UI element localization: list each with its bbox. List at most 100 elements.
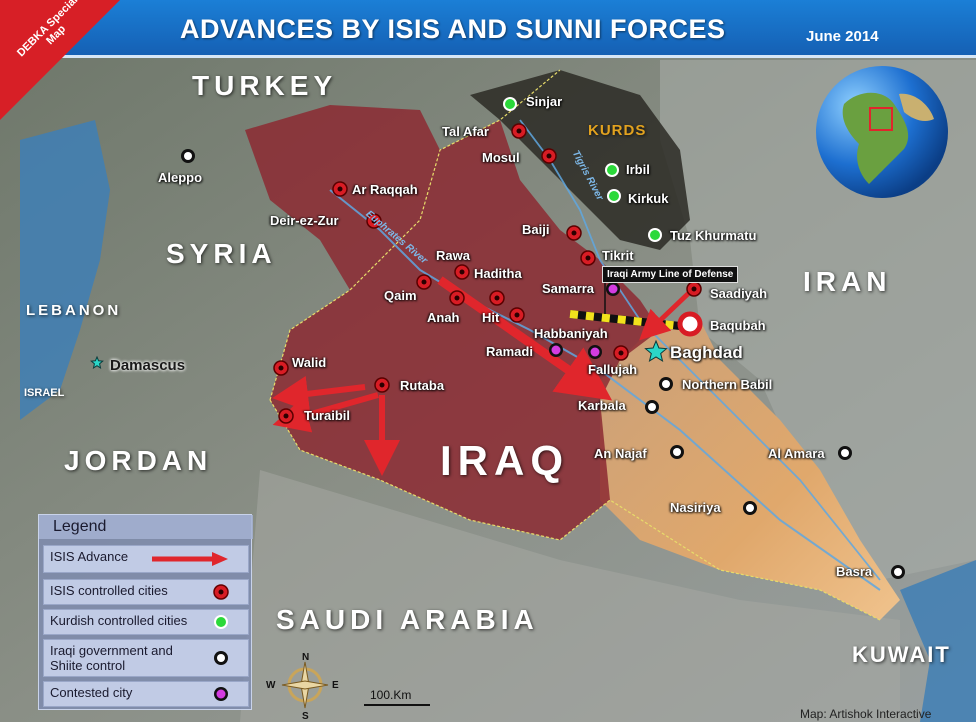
marker-tal-afar [511,123,527,139]
legend-label-isis-advance: ISIS Advance [50,549,129,564]
arrow-to-turaibil [272,392,379,433]
marker-tuz-khurmatu [648,228,662,242]
government-zone [600,320,900,620]
city-an-najaf: An Najaf [594,446,647,461]
isis-zone-syria [245,105,440,290]
marker-northern-babil [659,377,673,391]
city-nasiriya: Nasiriya [670,500,721,515]
city-anah: Anah [427,310,460,325]
city-samarra: Samarra [542,281,595,296]
scale-label: 100.Km [370,688,412,702]
marker-anah [449,290,465,306]
city-kirkuk: Kirkuk [628,191,669,206]
city-saadiyah: Saadiyah [710,286,768,301]
city-walid: Walid [292,355,327,370]
city-deir-ez-zur: Deir-ez-Zur [270,213,339,228]
damascus-star-icon [90,355,104,369]
marker-nasiriya [743,501,757,515]
scale-bar [364,704,430,706]
city-irbil: Irbil [626,162,650,177]
legend-row-gov-control: Iraqi government and Shiite control [43,639,249,677]
isis-dot-icon [213,584,229,600]
city-qaim: Qaim [384,288,417,303]
marker-an-najaf [670,445,684,459]
marker-ramadi [549,343,563,357]
city-basra: Basra [836,564,873,579]
country-iraq: IRAQ [440,437,569,484]
city-habbaniyah: Habbaniyah [534,326,608,341]
city-turaibil: Turaibil [304,408,350,423]
city-tuz-khurmatu: Tuz Khurmatu [670,228,757,243]
saudi-region [240,470,900,722]
legend-row-contested: Contested city [43,681,249,707]
city-ramadi: Ramadi [486,344,533,359]
marker-qaim [416,274,432,290]
country-syria: SYRIA [166,238,277,269]
marker-karbala [645,400,659,414]
legend-row-isis-cities: ISIS controlled cities [43,579,249,605]
city-tikrit: Tikrit [602,248,634,263]
marker-habbaniyah [588,345,602,359]
country-saudi-arabia: SAUDI ARABIA [276,604,539,635]
city-hit: Hit [482,310,500,325]
city-haditha: Haditha [474,266,522,281]
kurdish-dot-icon [214,615,228,629]
marker-fallujah [613,345,629,361]
globe-icon [816,66,948,198]
marker-hit [509,307,525,323]
compass-s: S [302,711,309,720]
city-baiji: Baiji [522,222,550,237]
euphrates-line [329,189,881,591]
city-rutaba: Rutaba [400,378,445,393]
country-lebanon: LEBANON [26,302,122,319]
debka-badge [0,0,120,120]
city-rawa: Rawa [436,248,470,263]
arrow-icon [152,552,228,566]
header-bar: ADVANCES BY ISIS AND SUNNI FORCES June 2… [0,0,976,58]
compass-rose-icon: N S E W [266,652,339,720]
marker-irbil [605,163,619,177]
country-turkey: TURKEY [192,70,338,101]
marker-tikrit [580,250,596,266]
kurdish-zone [470,70,690,250]
legend-row-isis-advance: ISIS Advance [43,545,249,573]
city-karbala: Karbala [578,398,626,413]
map-credit: Map: Artishok Interactive [800,707,932,721]
city-northern-babil: Northern Babil [682,377,773,392]
legend-label-gov-control: Iraqi government and Shiite control [50,643,173,673]
compass-w: W [266,680,276,691]
arrow-to-walid [272,375,366,412]
marker-mosul [541,148,557,164]
marker-al-amara [838,446,852,460]
isis-zone-iraq [270,120,660,540]
country-jordan: JORDAN [64,445,213,476]
country-iran: IRAN [803,266,892,297]
marker-rawa [454,264,470,280]
city-mosul: Mosul [482,150,520,165]
marker-samarra [606,282,620,296]
border-iraq-syria [269,69,561,401]
marker-saadiyah [686,281,702,297]
city-baghdad: Baghdad [670,343,743,362]
page-date: June 2014 [806,28,879,45]
city-aleppo: Aleppo [158,170,203,185]
marker-ar-raqqah [332,181,348,197]
city-dots [90,97,905,579]
compass-e: E [332,680,339,691]
city-fallujah: Fallujah [588,362,638,377]
gov-dot-icon [214,651,228,665]
baghdad-star-icon [644,339,668,362]
marker-deir-ez-zur [366,213,382,229]
country-israel: ISRAEL [24,387,65,399]
border-iraq-south [269,399,881,621]
legend-label-isis-cities: ISIS controlled cities [50,583,168,598]
legend-label-kurdish-cities: Kurdish controlled cities [50,613,188,628]
defense-line-label: Iraqi Army Line of Defense [602,266,739,283]
marker-baqubah [677,311,703,337]
arrow-saadiyah [639,288,694,341]
legend-label-contested: Contested city [50,685,133,700]
defense-line-stripes [569,310,681,330]
legend-title: Legend [39,515,253,539]
city-ar-raqqah: Ar Raqqah [352,182,418,197]
